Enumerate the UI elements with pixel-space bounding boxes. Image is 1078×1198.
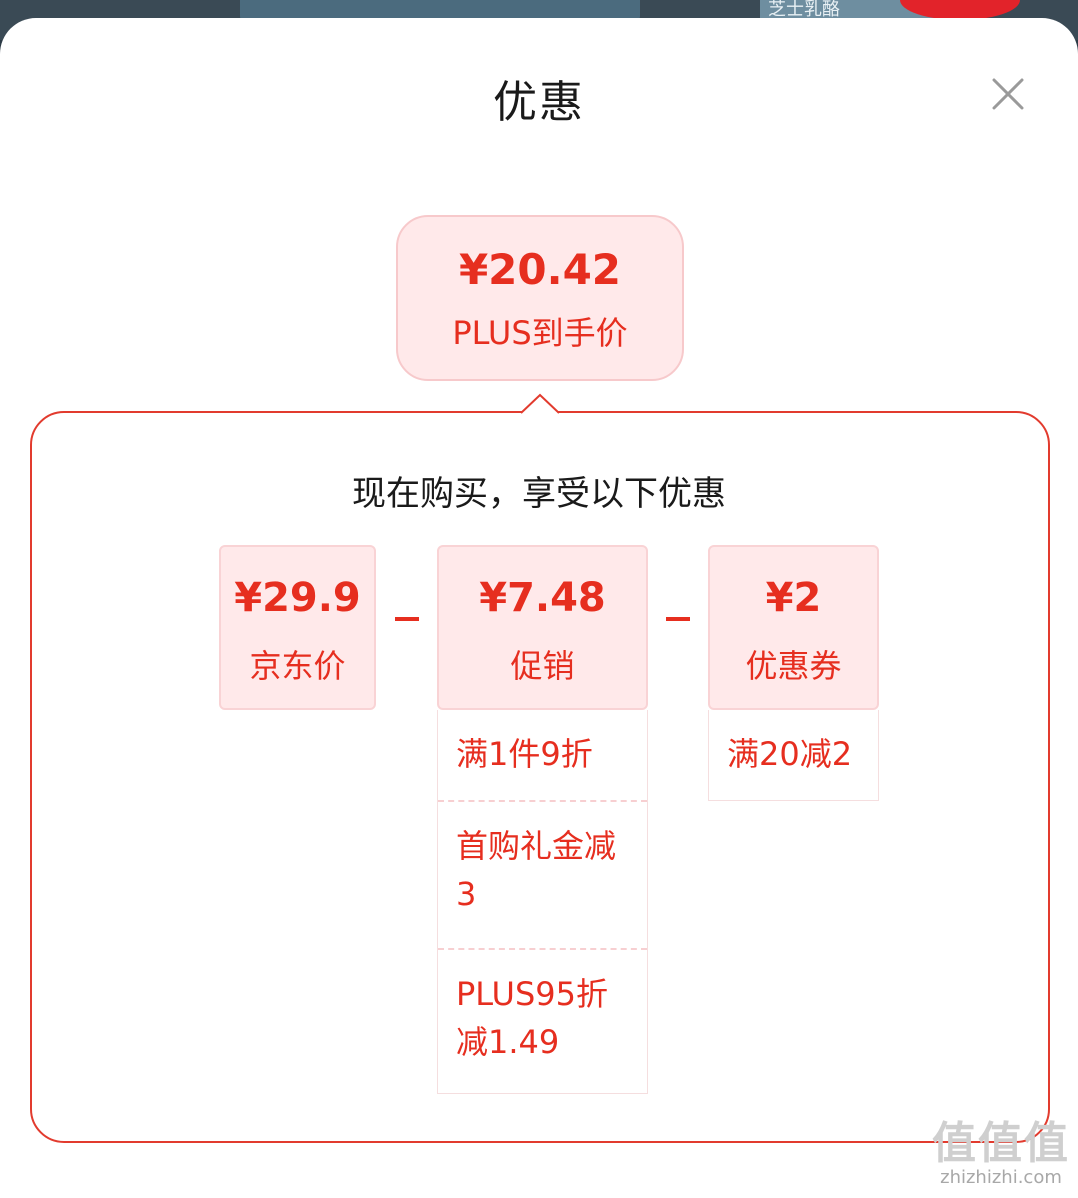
- list-item: PLUS95折减1.49: [456, 975, 608, 1061]
- jd-price-card: ¥29.9 京东价: [219, 545, 376, 710]
- coupon-card: ¥2 优惠券: [708, 545, 879, 710]
- coupon-amount: ¥2: [765, 575, 822, 621]
- final-price-amount: ¥20.42: [458, 245, 622, 294]
- minus-sign: [395, 617, 419, 621]
- close-button[interactable]: [986, 72, 1030, 116]
- final-price-label: PLUS到手价: [452, 314, 628, 352]
- promotion-amount: ¥7.48: [479, 575, 606, 621]
- frame-pointer-notch: [521, 391, 559, 429]
- promotion-list: 满1件9折 首购礼金减3 PLUS95折减1.49: [437, 710, 648, 1094]
- promotion-card: ¥7.48 促销: [437, 545, 648, 710]
- jd-price-amount: ¥29.9: [234, 575, 361, 621]
- background-red-shape: [900, 0, 1020, 20]
- background-product-card: [240, 0, 640, 22]
- watermark-url-text: zhizhizhi.com: [940, 1167, 1062, 1188]
- list-item: 首购礼金减3: [438, 802, 647, 950]
- minus-sign: [666, 617, 690, 621]
- list-item: 满1件9折: [438, 710, 647, 802]
- watermark-main-text: 值值值: [932, 1118, 1070, 1169]
- final-price-box: ¥20.42 PLUS到手价: [396, 215, 684, 381]
- coupon-label: 优惠券: [745, 647, 842, 685]
- list-item: 满20减2: [727, 735, 853, 773]
- coupon-list: 满20减2: [708, 710, 879, 801]
- sheet-title: 优惠: [493, 77, 585, 128]
- promotion-label: 促销: [510, 647, 575, 685]
- discount-heading: 现在购买，享受以下优惠: [352, 474, 726, 514]
- jd-price-label: 京东价: [249, 647, 346, 685]
- watermark-logo: 值值值 zhizhizhi.com: [928, 1120, 1074, 1194]
- close-icon: [992, 78, 1024, 110]
